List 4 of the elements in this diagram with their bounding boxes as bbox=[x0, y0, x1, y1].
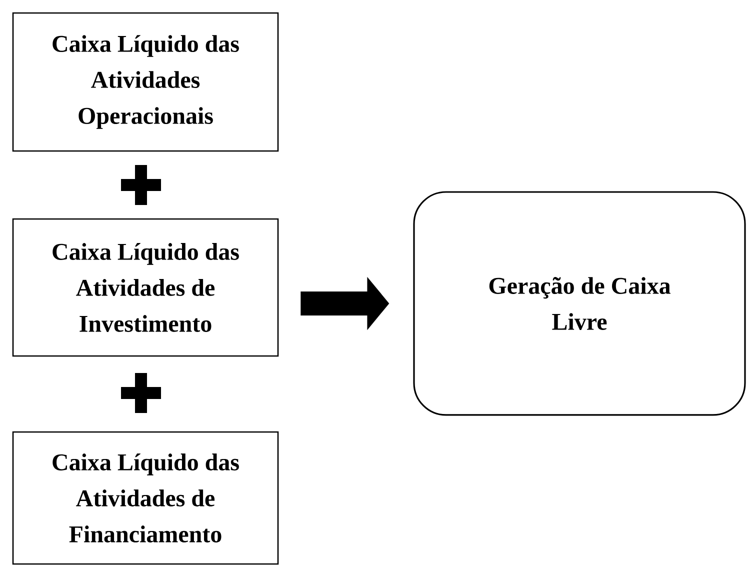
process-box: Caixa Líquido das Atividades de Financiamento bbox=[12, 431, 279, 565]
result-box: Geração de Caixa Livre bbox=[413, 191, 746, 416]
process-box: Caixa Líquido das Atividades Operacionais bbox=[12, 12, 279, 152]
process-box: Caixa Líquido das Atividades de Investimento bbox=[12, 218, 279, 357]
